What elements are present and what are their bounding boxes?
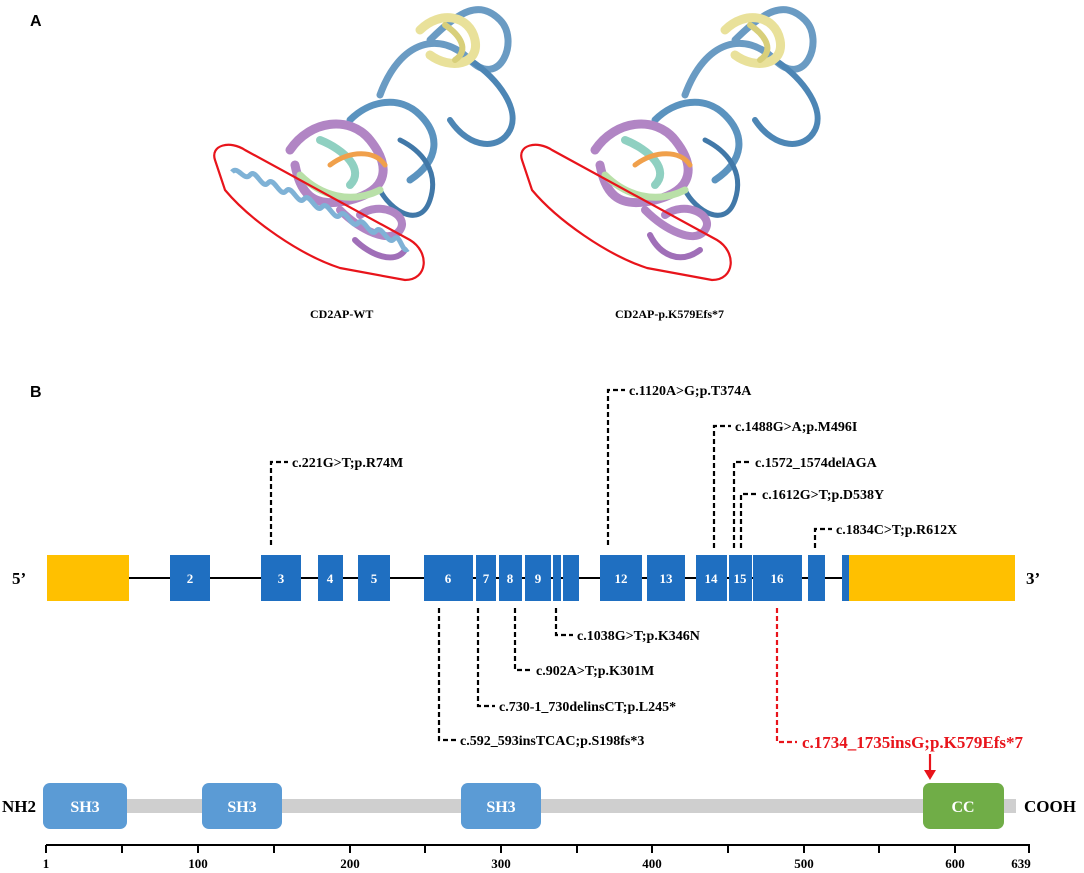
exon-label: 3: [278, 571, 285, 586]
ribbon-yellow-domain: [415, 13, 480, 68]
exon-label: 6: [445, 571, 452, 586]
exon-3-box: [261, 555, 301, 601]
axis-ticks: [45, 845, 1030, 853]
mutation-label: c.1572_1574delAGA: [755, 456, 878, 471]
exon-label: 13: [660, 571, 674, 586]
tick-label: 639: [1011, 856, 1031, 871]
exon-label: 8: [507, 571, 514, 586]
sh3-domain-1: [43, 783, 127, 829]
mutation-label: c.902A>T;p.K301M: [536, 664, 654, 679]
exon-11-box: [563, 555, 579, 601]
ribbon-core-domain: [590, 119, 711, 261]
leader-line: [513, 608, 532, 672]
leader-line: [269, 460, 288, 545]
tick-label: 1: [43, 856, 50, 871]
exon-17-box: [808, 555, 825, 601]
exon-label: 9: [535, 571, 542, 586]
helix-highlight-outline-wt: [213, 143, 425, 282]
leader-line: [739, 492, 758, 548]
ribbon-blue-domain: [346, 6, 516, 218]
exon-6-box: [424, 555, 473, 601]
panel-b-label: B: [30, 384, 42, 401]
exon-13-box: [647, 555, 685, 601]
protein-structure-wt: [213, 6, 516, 282]
domain-label: SH3: [227, 799, 256, 816]
exon-4-box: [318, 555, 343, 601]
leader-line: [813, 527, 832, 548]
mutation-label: c.592_593insTCAC;p.S198fs*3: [460, 734, 644, 749]
mutation-label: c.1488G>A;p.M496I: [735, 420, 857, 435]
tick-label: 200: [340, 856, 360, 871]
exon-label: 12: [615, 571, 628, 586]
leader-line: [554, 608, 573, 637]
mutation-label: c.1120A>G;p.T374A: [629, 384, 752, 399]
exon-12-box: [600, 555, 642, 601]
c-terminus-label: COOH: [1024, 797, 1076, 816]
gene-track: 2 3 4 5 6 7 8 9 12 13 14 15 16 5’ 3’: [12, 555, 1040, 601]
utr-3-box: [848, 555, 1015, 601]
exon-label: 2: [187, 571, 194, 586]
exon-label: 16: [771, 571, 785, 586]
mutations-below: c.1038G>T;p.K346N c.902A>T;p.K301M c.730…: [437, 608, 1024, 780]
protein-structure-mutant: [520, 6, 821, 282]
exon-8-box: [499, 555, 522, 601]
mutation-label: c.1834C>T;p.R612X: [836, 523, 957, 538]
five-prime-label: 5’: [12, 569, 26, 588]
caption-mutant: CD2AP-p.K579Efs*7: [615, 307, 724, 321]
tick-label: 300: [491, 856, 511, 871]
mutation-label: c.730-1_730delinsCT;p.L245*: [499, 700, 676, 715]
sh3-domain-2: [202, 783, 282, 829]
exon-5-box: [358, 555, 390, 601]
domain-label: SH3: [70, 799, 99, 816]
ribbon-blue-domain: [651, 6, 821, 218]
ribbon-yellow-domain: [720, 13, 785, 68]
tick-label: 100: [188, 856, 208, 871]
exon-10-box: [553, 555, 561, 601]
leader-line: [606, 388, 625, 545]
mutation-label: c.221G>T;p.R74M: [292, 456, 403, 471]
tick-label: 500: [794, 856, 814, 871]
leader-line: [712, 424, 731, 548]
domain-label: SH3: [486, 799, 515, 816]
utr-5-box: [47, 555, 129, 601]
exon-label: 14: [705, 571, 719, 586]
exon-7-box: [476, 555, 496, 601]
highlight-mutation-label: c.1734_1735insG;p.K579Efs*7: [802, 733, 1024, 752]
highlight-arrow-head: [924, 770, 936, 780]
domain-label: CC: [951, 799, 974, 816]
highlight-leader-line: [775, 608, 797, 744]
leader-line: [476, 608, 495, 708]
leader-line: [437, 608, 456, 742]
three-prime-label: 3’: [1026, 569, 1040, 588]
residue-axis: 1 100 200 300 400 500 600 639: [43, 844, 1031, 871]
exon-label: 7: [483, 571, 490, 586]
mutations-above: c.221G>T;p.R74M c.1120A>G;p.T374A c.1488…: [269, 384, 957, 548]
exon-label: 15: [734, 571, 748, 586]
exon-14-box: [696, 555, 727, 601]
exon-15-box: [729, 555, 752, 601]
leader-line: [732, 460, 751, 548]
exon-label: 5: [371, 571, 378, 586]
exon-2-box: [170, 555, 210, 601]
exon-9-box: [525, 555, 551, 601]
caption-wt: CD2AP-WT: [310, 307, 373, 321]
cc-domain: [923, 783, 1004, 829]
exon-box: [842, 555, 849, 601]
mutation-label: c.1038G>T;p.K346N: [577, 629, 700, 644]
mutation-label: c.1612G>T;p.D538Y: [762, 488, 884, 503]
sh3-domain-3: [461, 783, 541, 829]
ribbon-core-domain: [285, 119, 408, 261]
helix-cc-wt: [230, 167, 410, 253]
helix-highlight-outline-mutant: [520, 143, 732, 282]
tick-label: 600: [945, 856, 965, 871]
exon-16-box: [753, 555, 802, 601]
protein-track: SH3 SH3 SH3 CC NH2 COOH: [2, 783, 1076, 829]
n-terminus-label: NH2: [2, 797, 36, 816]
panel-a-label: A: [30, 13, 42, 30]
exon-label: 4: [327, 571, 334, 586]
tick-label: 400: [642, 856, 662, 871]
